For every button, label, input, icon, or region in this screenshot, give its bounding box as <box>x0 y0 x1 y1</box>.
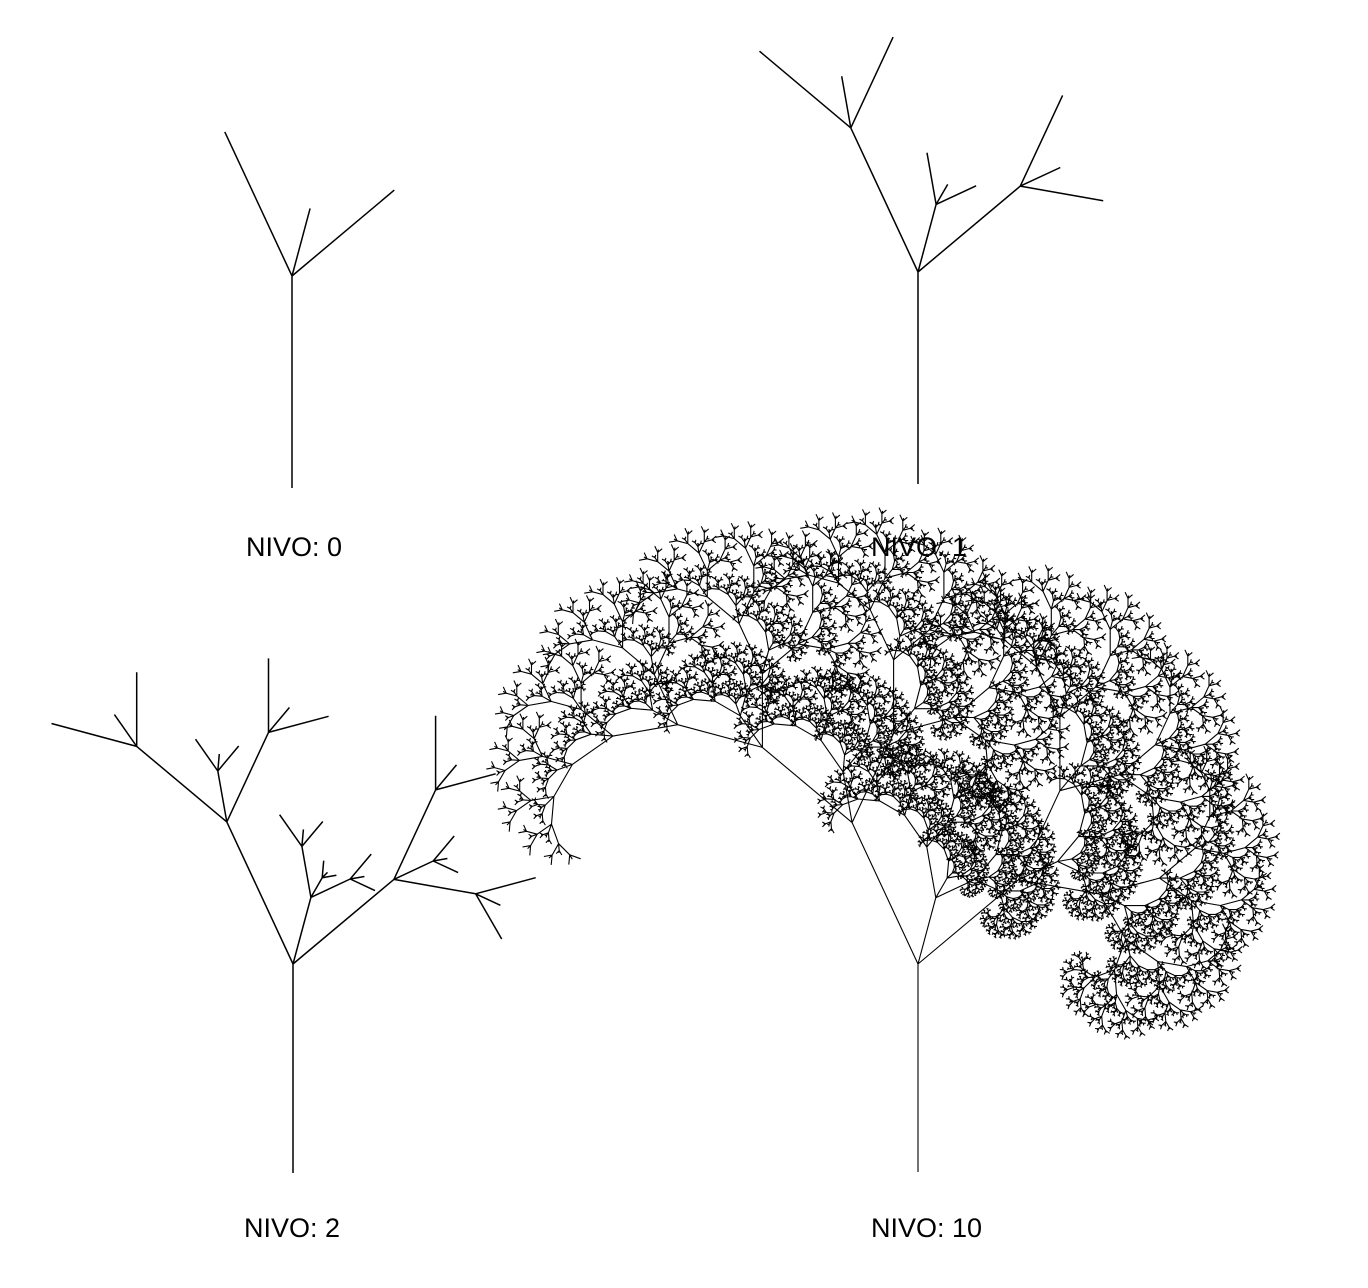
level-1-caption: NIVO: 1 <box>871 532 968 562</box>
tree-branches <box>759 36 1104 484</box>
level-0-caption: NIVO: 0 <box>246 532 343 562</box>
tree-branches <box>224 131 395 488</box>
fractal-tree-level-1 <box>759 36 1104 484</box>
tree-branches <box>51 658 536 1173</box>
fractal-tree-level-2 <box>51 658 536 1173</box>
fractal-tree-level-10 <box>486 507 1281 1172</box>
level-2-caption: NIVO: 2 <box>244 1213 341 1243</box>
fractal-tree-level-0 <box>224 131 395 488</box>
tree-branches <box>486 507 1281 1172</box>
level-10-caption: NIVO: 10 <box>871 1213 983 1243</box>
